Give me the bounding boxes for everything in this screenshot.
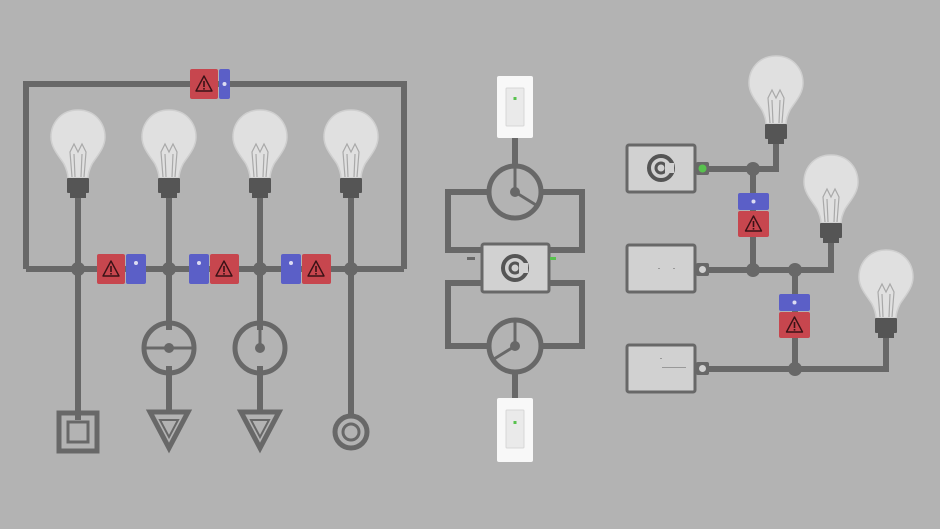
junction-node	[71, 262, 85, 276]
middle-circuit	[445, 76, 585, 462]
dial-middle-bottom[interactable]	[486, 317, 544, 375]
dial-middle-top[interactable]	[486, 163, 544, 221]
fuse-right-2[interactable]	[779, 294, 810, 338]
bulb-1	[50, 109, 106, 199]
wall-switch-bottom[interactable]	[497, 398, 533, 462]
junction-node	[162, 262, 176, 276]
dial-left-2[interactable]	[232, 320, 288, 376]
bulb-2	[141, 109, 197, 199]
power-source-box-empty[interactable]	[625, 243, 709, 294]
power-source-box-active[interactable]	[625, 143, 709, 194]
fuse-bus-2[interactable]	[189, 254, 239, 284]
junction-node	[746, 263, 760, 277]
fuse-bus-1[interactable]	[97, 254, 146, 284]
down-arrow-terminal-icon	[236, 409, 284, 454]
power-source-icon	[647, 154, 675, 182]
junction-node	[788, 362, 802, 376]
bulb-right-2	[803, 154, 859, 244]
left-circuit	[23, 69, 407, 454]
power-source-box[interactable]	[467, 242, 556, 294]
bulb-3	[232, 109, 288, 199]
junction-node	[788, 263, 802, 277]
right-circuit	[625, 55, 914, 394]
bulb-right-1	[748, 55, 804, 145]
bulb-right-3	[858, 249, 914, 339]
power-source-icon	[501, 254, 529, 282]
fuse-bus-3[interactable]	[281, 254, 331, 284]
junction-node	[746, 162, 760, 176]
fuse-right-1[interactable]	[738, 193, 769, 237]
ground-terminal-icon	[56, 410, 100, 454]
dial-left-1[interactable]	[141, 320, 197, 376]
fuse-top[interactable]	[190, 69, 230, 99]
down-arrow-terminal-icon	[145, 409, 193, 454]
wall-switch-top[interactable]	[497, 76, 533, 138]
power-source-box-empty[interactable]	[625, 343, 709, 394]
status-light	[698, 164, 707, 173]
ring-terminal-icon	[332, 413, 370, 451]
bulb-4	[323, 109, 379, 199]
junction-node	[253, 262, 267, 276]
junction-node	[344, 262, 358, 276]
